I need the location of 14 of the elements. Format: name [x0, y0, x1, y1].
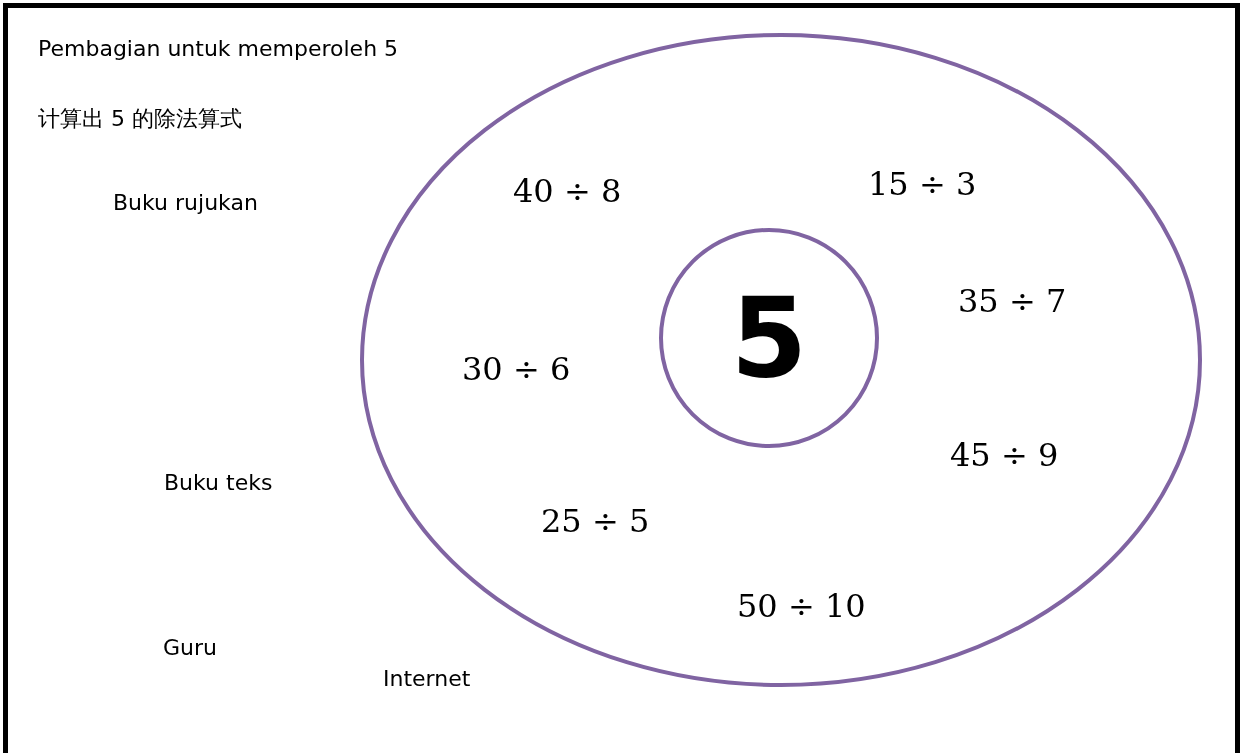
heading-text: 计算出 5 的除法算式 [38, 105, 242, 133]
center-circle: 5 [659, 228, 879, 448]
source-label: Buku teks [164, 470, 273, 495]
heading-text: Pembagian untuk memperoleh 5 [38, 36, 399, 61]
division-expression: 15 ÷ 3 [868, 165, 977, 203]
division-expression: 40 ÷ 8 [513, 172, 622, 210]
division-expression: 45 ÷ 9 [950, 436, 1059, 474]
source-label: Guru [163, 635, 217, 660]
division-expression: 35 ÷ 7 [958, 282, 1067, 320]
source-label: Internet [383, 666, 471, 691]
division-expression: 30 ÷ 6 [462, 350, 571, 388]
division-expression: 50 ÷ 10 [737, 587, 866, 625]
division-expression: 25 ÷ 5 [541, 502, 650, 540]
source-label: Buku rujukan [113, 190, 258, 215]
